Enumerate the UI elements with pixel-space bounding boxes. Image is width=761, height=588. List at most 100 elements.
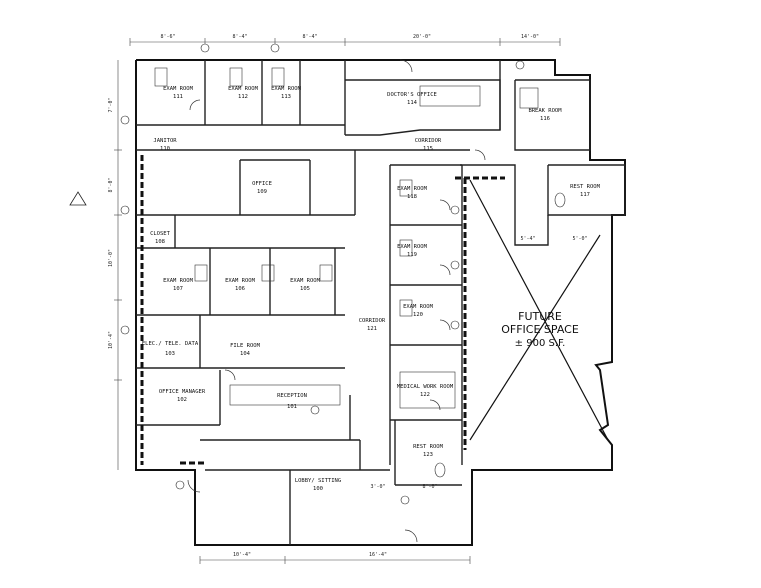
svg-text:109: 109	[257, 189, 267, 195]
svg-text:103: 103	[165, 351, 175, 357]
svg-text:115: 115	[423, 146, 433, 152]
svg-text:111: 111	[173, 94, 183, 100]
svg-text:110: 110	[160, 146, 170, 152]
room-reception-101: RECEPTION 101	[277, 393, 307, 410]
room-exam-113: EXAM ROOM 113	[271, 86, 301, 100]
room-exam-111: EXAM ROOM 111	[163, 86, 193, 100]
room-doctor-114: DOCTOR'S OFFICE 114	[387, 92, 437, 106]
svg-text:7'-0": 7'-0"	[108, 97, 114, 112]
svg-text:EXAM ROOM: EXAM ROOM	[403, 304, 433, 310]
svg-text:114: 114	[407, 100, 418, 106]
room-rest-117: REST ROOM 117	[570, 184, 600, 198]
room-corridor-115: CORRIDOR 115	[415, 138, 442, 152]
svg-text:100: 100	[313, 486, 323, 492]
interior-walls	[136, 60, 626, 545]
svg-text:10'-4": 10'-4"	[233, 552, 251, 558]
room-janitor-110: JANITOR 110	[153, 138, 177, 152]
room-exam-106: EXAM ROOM 106	[225, 278, 255, 292]
svg-text:5'-0": 5'-0"	[572, 236, 587, 242]
svg-text:14'-0": 14'-0"	[521, 34, 539, 40]
svg-text:EXAM ROOM: EXAM ROOM	[397, 244, 427, 250]
svg-text:5'-4": 5'-4"	[520, 236, 535, 242]
future-space-line3: ± 900 S.F.	[515, 338, 566, 349]
room-medical-work-122: MEDICAL WORK ROOM 122	[397, 384, 454, 398]
svg-text:120: 120	[413, 312, 423, 318]
svg-text:8'-6": 8'-6"	[160, 34, 175, 40]
svg-text:113: 113	[281, 94, 291, 100]
svg-text:20'-0": 20'-0"	[413, 34, 431, 40]
svg-text:RECEPTION: RECEPTION	[277, 393, 307, 399]
room-closet-108: CLOSET 108	[150, 231, 171, 245]
svg-text:CLOSET: CLOSET	[150, 231, 171, 237]
dimension-labels: 8'-6" 8'-4" 8'-4" 20'-0" 14'-0" 10'-4" 1…	[108, 34, 588, 558]
svg-text:EXAM ROOM: EXAM ROOM	[397, 186, 427, 192]
svg-text:EXAM ROOM: EXAM ROOM	[290, 278, 320, 284]
svg-text:102: 102	[177, 397, 187, 403]
svg-text:CORRIDOR: CORRIDOR	[359, 318, 386, 324]
svg-text:119: 119	[407, 252, 417, 258]
svg-text:106: 106	[235, 286, 245, 292]
rated-walls	[140, 155, 505, 465]
svg-text:101: 101	[287, 404, 297, 410]
svg-text:118: 118	[407, 194, 417, 200]
svg-text:OFFICE MANAGER: OFFICE MANAGER	[159, 389, 206, 395]
svg-text:8'-4": 8'-4"	[302, 34, 317, 40]
room-office-manager-102: OFFICE MANAGER 102	[159, 389, 206, 403]
svg-text:3'-0": 3'-0"	[370, 484, 385, 490]
svg-text:105: 105	[300, 286, 310, 292]
future-space-label: FUTURE OFFICE SPACE ± 900 S.F.	[501, 310, 579, 349]
svg-text:EXAM ROOM: EXAM ROOM	[225, 278, 255, 284]
room-break-116: BREAK ROOM 116	[528, 108, 562, 122]
room-file-104: FILE ROOM 104	[230, 343, 260, 357]
svg-text:REST ROOM: REST ROOM	[570, 184, 600, 190]
svg-text:BREAK ROOM: BREAK ROOM	[528, 108, 562, 114]
room-elec-103: ELEC./ TELE. DATA 103	[142, 341, 199, 357]
svg-text:116: 116	[540, 116, 550, 122]
door-swings	[187, 59, 486, 543]
section-marker-icon	[69, 191, 87, 206]
svg-text:121: 121	[367, 326, 377, 332]
svg-text:107: 107	[173, 286, 183, 292]
svg-text:EXAM ROOM: EXAM ROOM	[228, 86, 258, 92]
svg-text:10'-4": 10'-4"	[108, 331, 114, 349]
svg-text:CORRIDOR: CORRIDOR	[415, 138, 442, 144]
room-exam-105: EXAM ROOM 105	[290, 278, 320, 292]
svg-text:104: 104	[240, 351, 251, 357]
room-exam-112: EXAM ROOM 112	[228, 86, 258, 100]
svg-text:16'-4": 16'-4"	[369, 552, 387, 558]
svg-text:8'-0": 8'-0"	[108, 177, 114, 192]
keynote-markers	[120, 43, 525, 505]
svg-text:112: 112	[238, 94, 248, 100]
svg-text:123: 123	[423, 452, 433, 458]
svg-text:8'-0": 8'-0"	[422, 484, 437, 490]
future-space-line1: FUTURE	[518, 310, 562, 323]
svg-text:122: 122	[420, 392, 430, 398]
svg-text:108: 108	[155, 239, 165, 245]
fixtures	[154, 67, 566, 478]
svg-text:DOCTOR'S OFFICE: DOCTOR'S OFFICE	[387, 92, 437, 98]
svg-text:FILE ROOM: FILE ROOM	[230, 343, 260, 349]
svg-text:ELEC./ TELE. DATA: ELEC./ TELE. DATA	[142, 341, 199, 347]
svg-text:EXAM ROOM: EXAM ROOM	[163, 278, 193, 284]
svg-text:EXAM ROOM: EXAM ROOM	[271, 86, 301, 92]
svg-text:117: 117	[580, 192, 590, 198]
future-space-cross	[469, 179, 609, 441]
svg-text:JANITOR: JANITOR	[153, 138, 177, 144]
svg-text:EXAM ROOM: EXAM ROOM	[163, 86, 193, 92]
room-corridor-121: CORRIDOR 121	[359, 318, 386, 332]
svg-text:OFFICE: OFFICE	[252, 181, 272, 187]
room-exam-120: EXAM ROOM 120	[403, 304, 433, 318]
future-space-line2: OFFICE SPACE	[501, 323, 579, 336]
room-exam-107: EXAM ROOM 107	[163, 278, 193, 292]
svg-text:MEDICAL WORK ROOM: MEDICAL WORK ROOM	[397, 384, 454, 390]
svg-text:REST ROOM: REST ROOM	[413, 444, 443, 450]
dimension-lines	[114, 38, 561, 564]
room-labels: EXAM ROOM 111 EXAM ROOM 112 EXAM ROOM 113 D…	[142, 86, 601, 492]
room-exam-119: EXAM ROOM 119	[397, 244, 427, 258]
svg-text:8'-4": 8'-4"	[232, 34, 247, 40]
room-rest-123: REST ROOM 123	[413, 444, 443, 458]
svg-text:10'-0": 10'-0"	[108, 249, 114, 267]
